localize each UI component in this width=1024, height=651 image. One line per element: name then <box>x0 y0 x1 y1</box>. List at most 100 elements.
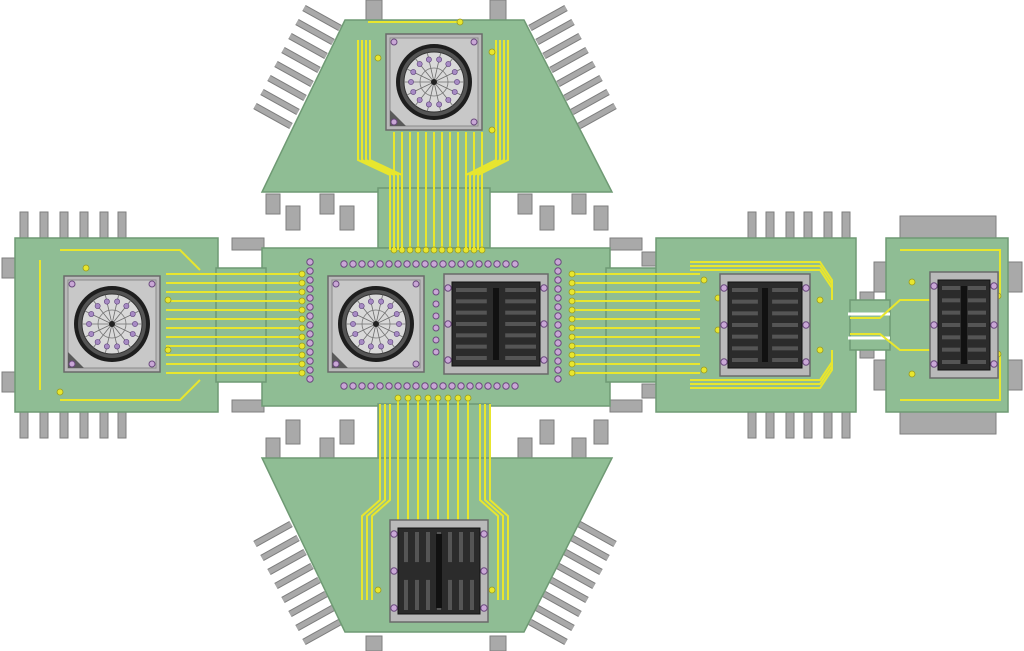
chip-lead <box>967 323 986 327</box>
via <box>406 246 414 254</box>
chip-lead <box>732 358 758 362</box>
dial-contact <box>410 69 417 75</box>
chip-lead <box>772 334 798 339</box>
pad <box>148 360 156 368</box>
dial-contact <box>129 331 136 337</box>
pad <box>554 294 562 302</box>
pad <box>444 320 452 328</box>
chip-bottom <box>389 519 489 623</box>
pad <box>439 382 447 390</box>
pad <box>720 321 728 329</box>
dial-contact <box>410 89 417 95</box>
via <box>438 246 446 254</box>
dial-contact <box>352 331 359 337</box>
trace <box>357 40 391 250</box>
dial-contact <box>445 97 452 103</box>
trace <box>365 40 399 250</box>
via <box>816 346 824 354</box>
via <box>568 369 576 377</box>
fin <box>302 619 342 645</box>
dial-contact <box>88 311 95 317</box>
pad <box>412 382 420 390</box>
chip-lead <box>942 298 961 303</box>
via <box>298 324 306 332</box>
via <box>422 246 430 254</box>
pad <box>432 300 440 308</box>
trace <box>369 40 403 250</box>
fin <box>288 33 328 59</box>
via <box>568 279 576 287</box>
copper-traces <box>39 18 1002 616</box>
chip-lead <box>415 532 419 563</box>
pad <box>470 118 478 126</box>
pad <box>554 366 562 374</box>
pad <box>385 260 393 268</box>
via <box>374 586 382 594</box>
pad <box>990 282 998 290</box>
fin <box>535 605 575 631</box>
pad <box>554 348 562 356</box>
pad <box>306 339 314 347</box>
pad <box>306 258 314 266</box>
via <box>434 394 442 402</box>
chip-lead <box>459 532 463 563</box>
pad <box>511 260 519 268</box>
chip-lead <box>772 299 798 304</box>
via <box>56 388 64 396</box>
fin <box>542 591 582 617</box>
fin <box>528 5 568 31</box>
fin <box>577 521 617 547</box>
via <box>464 394 472 402</box>
chip-lead <box>456 299 487 304</box>
pad <box>367 260 375 268</box>
chip-lead <box>456 322 487 326</box>
pad <box>448 260 456 268</box>
via <box>568 351 576 359</box>
dial-contact <box>436 56 443 63</box>
dial-contact <box>103 343 110 350</box>
chip-lead <box>404 579 408 610</box>
pad <box>306 294 314 302</box>
via <box>430 246 438 254</box>
pad <box>421 382 429 390</box>
pad <box>390 604 398 612</box>
via <box>394 394 402 402</box>
bottom-neck <box>377 403 491 465</box>
pad <box>340 382 348 390</box>
pad <box>340 260 348 268</box>
via <box>456 18 464 26</box>
chip-lead <box>732 311 758 316</box>
via <box>700 276 708 284</box>
pad <box>306 366 314 374</box>
fin <box>274 563 314 589</box>
pad <box>554 258 562 266</box>
pad <box>802 321 810 329</box>
via <box>568 306 576 314</box>
chip-lead <box>772 323 798 327</box>
pad <box>554 312 562 320</box>
rotary-encoder-center <box>327 275 425 373</box>
chip-center <box>436 534 442 608</box>
fin <box>260 535 300 561</box>
dial-contact <box>436 101 443 108</box>
chip-lead <box>505 333 536 338</box>
pad <box>390 530 398 538</box>
chip-center <box>961 286 967 364</box>
via <box>404 394 412 402</box>
trace <box>60 249 201 271</box>
via <box>298 315 306 323</box>
dial-contact <box>425 101 432 108</box>
fin <box>295 605 335 631</box>
trace <box>60 379 201 401</box>
fin <box>570 89 610 115</box>
dial-inner <box>97 309 127 339</box>
chip-lead <box>732 299 758 304</box>
chip-center <box>493 288 499 360</box>
pad <box>349 260 357 268</box>
via <box>424 394 432 402</box>
pad <box>484 260 492 268</box>
trace <box>900 354 1001 401</box>
via <box>298 288 306 296</box>
pad <box>367 382 375 390</box>
